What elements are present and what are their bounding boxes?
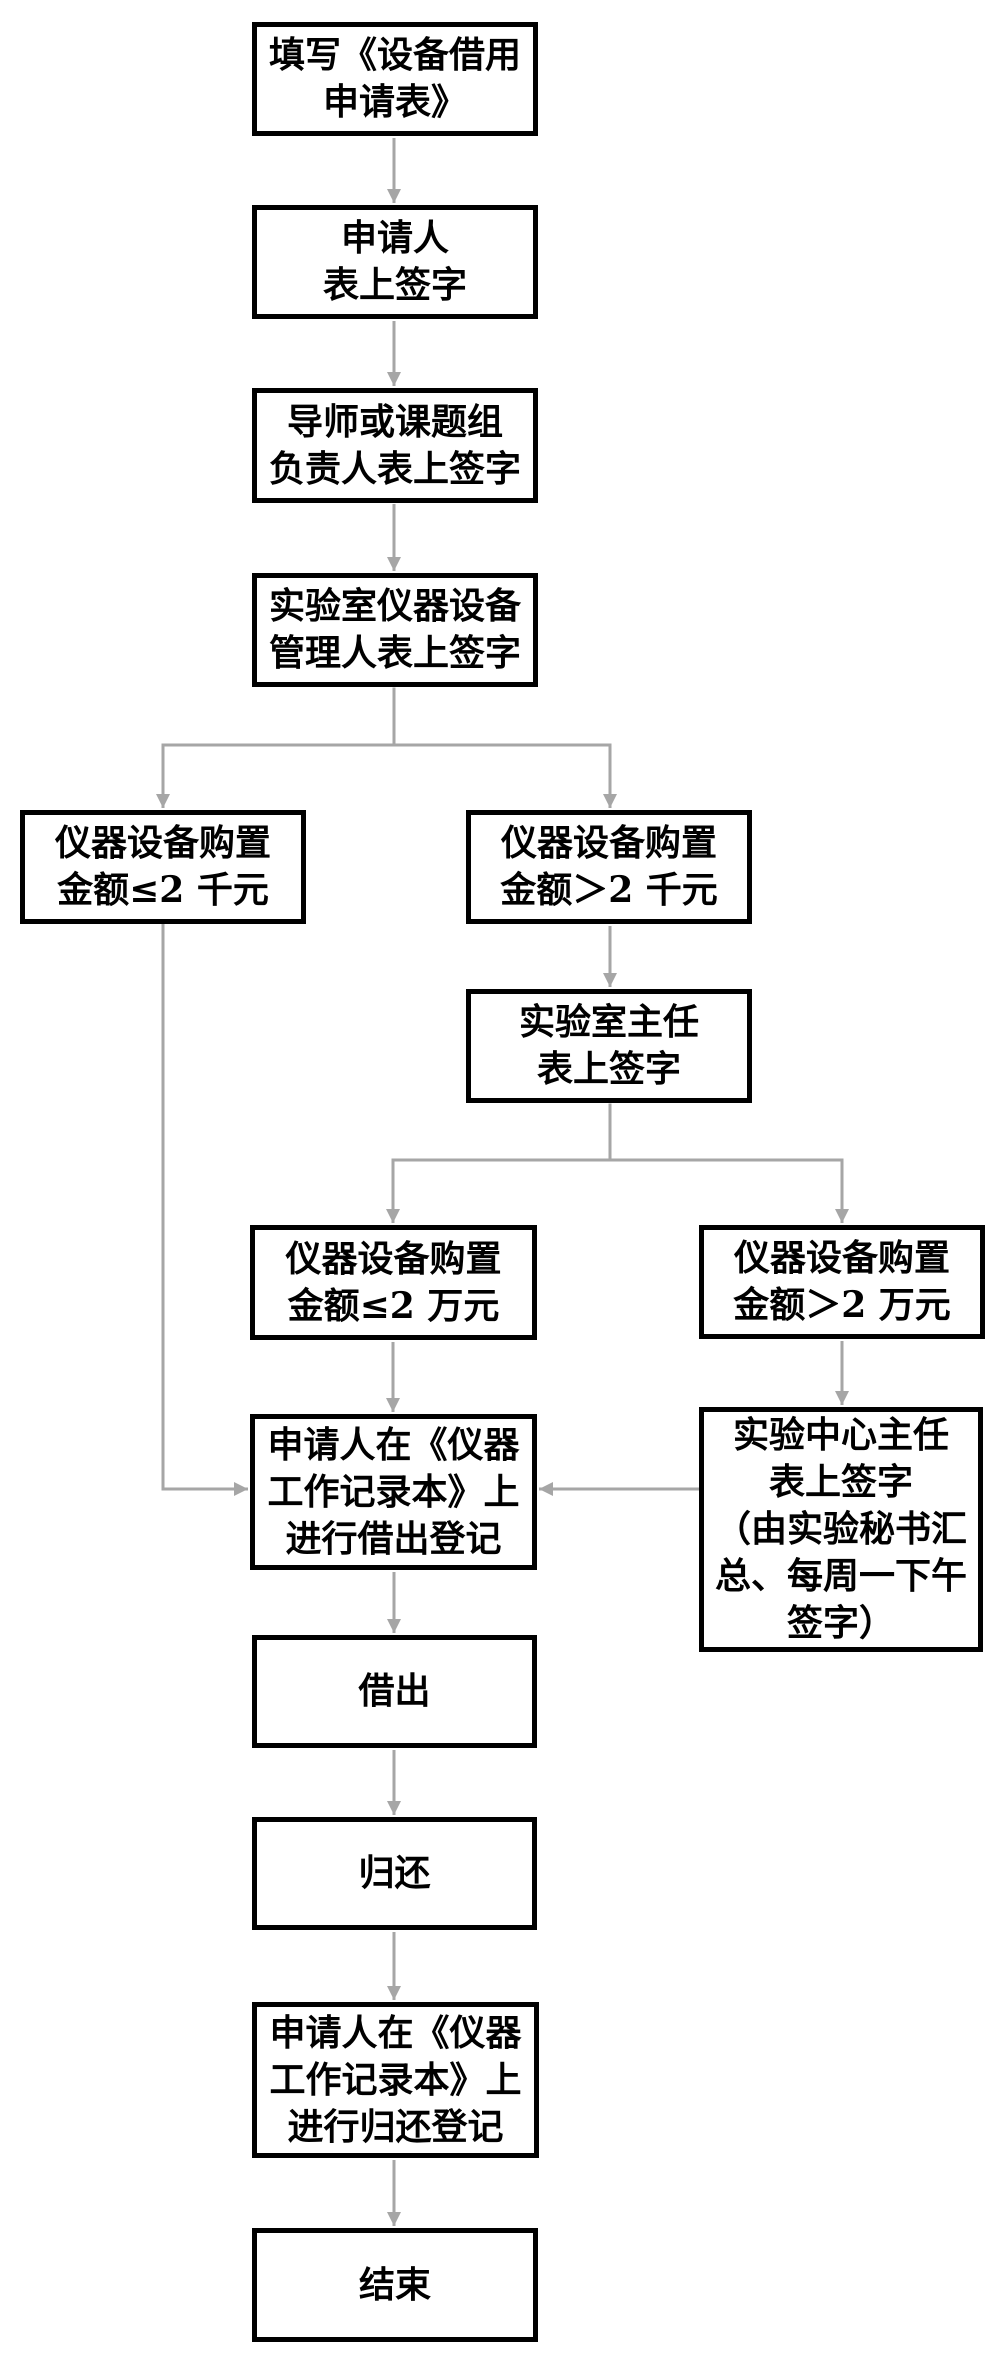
node-text-line: 申请人在《仪器 xyxy=(269,2011,522,2054)
node-text-line: 实验室仪器设备 xyxy=(268,585,521,627)
node-end: 结束 xyxy=(252,2228,538,2342)
node-applicant-sign: 申请人 表上签字 xyxy=(252,205,538,319)
node-text-line: 表上签字 xyxy=(768,1461,913,1503)
node-text-line: 总、每周一下午 xyxy=(714,1555,967,1597)
node-lab-equipment-manager-sign: 实验室仪器设备 管理人表上签字 xyxy=(252,573,538,687)
node-text-line: 申请人 xyxy=(340,217,449,259)
node-text-line: 仪器设备购置 xyxy=(285,1237,502,1280)
node-text-line: 表上签字 xyxy=(536,1048,681,1090)
node-amount-le-20k-yuan: 仪器设备购置 金额≤2 万元 xyxy=(250,1225,537,1340)
node-text-line: 进行归还登记 xyxy=(287,2105,504,2148)
node-text-line: 负责人表上签字 xyxy=(268,447,521,490)
node-text-line: 申请表》 xyxy=(322,81,467,123)
node-text-line: 填写《设备借用 xyxy=(268,34,521,76)
node-text-line: 工作记录本》上 xyxy=(267,1470,520,1513)
node-text-line: 实验室主任 xyxy=(518,1001,699,1043)
node-amount-gt-2k-yuan: 仪器设备购置 金额＞2 千元 xyxy=(466,810,752,924)
node-amount-gt-20k-yuan: 仪器设备购置 金额＞2 万元 xyxy=(699,1225,985,1339)
node-text-line: 金额＞2 万元 xyxy=(733,1284,951,1326)
node-text-line: 申请人在《仪器 xyxy=(267,1423,520,1466)
node-text-line: 仪器设备购置 xyxy=(733,1237,950,1279)
node-text-line: 表上签字 xyxy=(322,264,467,306)
node-borrow-register: 申请人在《仪器 工作记录本》上 进行借出登记 xyxy=(250,1414,537,1570)
arrow-le-2k-to-borrow-register xyxy=(161,924,248,1496)
node-supervisor-sign: 导师或课题组 负责人表上签字 xyxy=(252,388,538,503)
node-text-line: 签字） xyxy=(786,1602,895,1644)
node-text-line: 金额≤2 千元 xyxy=(57,869,269,911)
node-text-line: （由实验秘书汇 xyxy=(714,1508,967,1550)
node-text-line: 归还 xyxy=(358,1852,431,1894)
node-text-line: 仪器设备购置 xyxy=(54,822,271,864)
node-text-line: 进行借出登记 xyxy=(285,1517,502,1560)
node-amount-le-2k-yuan: 仪器设备购置 金额≤2 千元 xyxy=(20,810,306,924)
node-return-register: 申请人在《仪器 工作记录本》上 进行归还登记 xyxy=(252,2002,539,2158)
node-return: 归还 xyxy=(252,1817,537,1930)
node-text-line: 借出 xyxy=(358,1670,431,1712)
node-fill-form: 填写《设备借用 申请表》 xyxy=(252,22,538,136)
node-text-line: 金额＞2 千元 xyxy=(500,869,718,911)
node-lab-director-sign: 实验室主任 表上签字 xyxy=(466,989,752,1103)
node-text-line: 工作记录本》上 xyxy=(269,2058,522,2101)
node-text-line: 管理人表上签字 xyxy=(268,632,521,674)
node-lend-out: 借出 xyxy=(252,1635,537,1748)
node-text-line: 仪器设备购置 xyxy=(500,822,717,864)
node-text-line: 实验中心主任 xyxy=(732,1414,949,1456)
node-text-line: 金额≤2 万元 xyxy=(287,1284,500,1327)
node-center-director-sign: 实验中心主任 表上签字 （由实验秘书汇 总、每周一下午 签字） xyxy=(699,1407,983,1652)
node-text-line: 导师或课题组 xyxy=(286,400,503,443)
node-text-line: 结束 xyxy=(358,2263,431,2306)
